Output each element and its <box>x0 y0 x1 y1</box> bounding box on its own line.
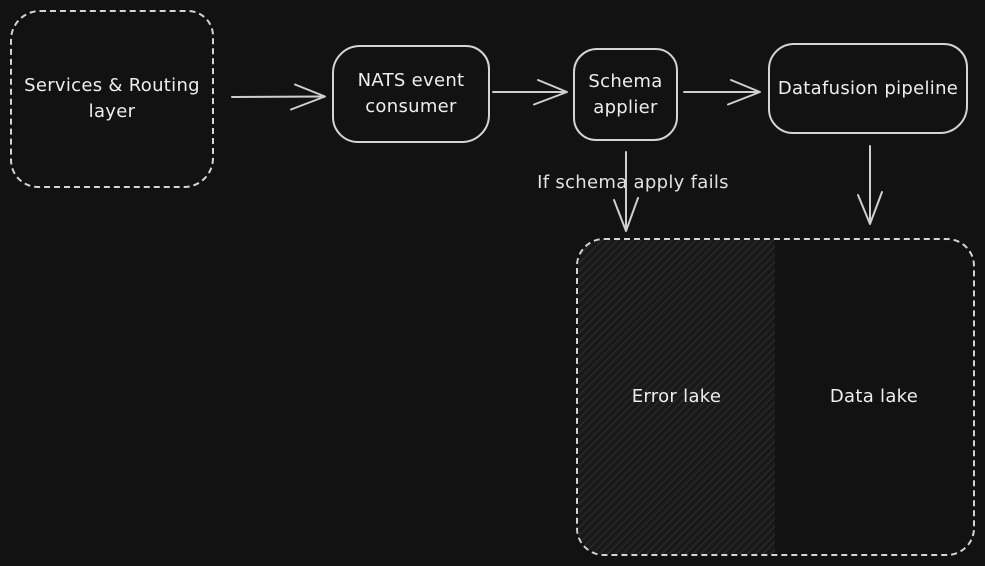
node-datafusion-pipeline[interactable]: Datafusion pipeline <box>768 43 968 134</box>
arrow-services-to-nats <box>231 83 326 111</box>
node-schema-applier-label: Schema applier <box>588 70 663 118</box>
arrow-datafusion-to-data-lake <box>857 145 883 225</box>
node-services-routing-layer-label: Services & Routing layer <box>24 75 200 122</box>
node-datafusion-pipeline-label: Datafusion pipeline <box>777 77 959 99</box>
node-nats-event-consumer[interactable]: NATS event consumer <box>332 45 490 143</box>
node-nats-event-consumer-label: NATS event consumer <box>357 70 465 117</box>
node-schema-applier[interactable]: Schema applier <box>573 48 678 141</box>
node-error-lake-label: Error lake <box>631 386 722 407</box>
node-data-lake[interactable]: Data lake <box>775 240 973 554</box>
edge-label-if-schema-apply-fails: If schema apply fails <box>537 172 729 193</box>
node-data-lake-label: Data lake <box>829 386 919 407</box>
node-error-lake[interactable]: Error lake <box>578 240 775 554</box>
arrow-nats-to-schema <box>492 79 568 106</box>
arrow-schema-to-datafusion <box>683 79 761 106</box>
node-services-routing-layer[interactable]: Services & Routing layer <box>10 10 214 188</box>
node-lakes-container[interactable]: Error lake Data lake <box>576 238 975 556</box>
